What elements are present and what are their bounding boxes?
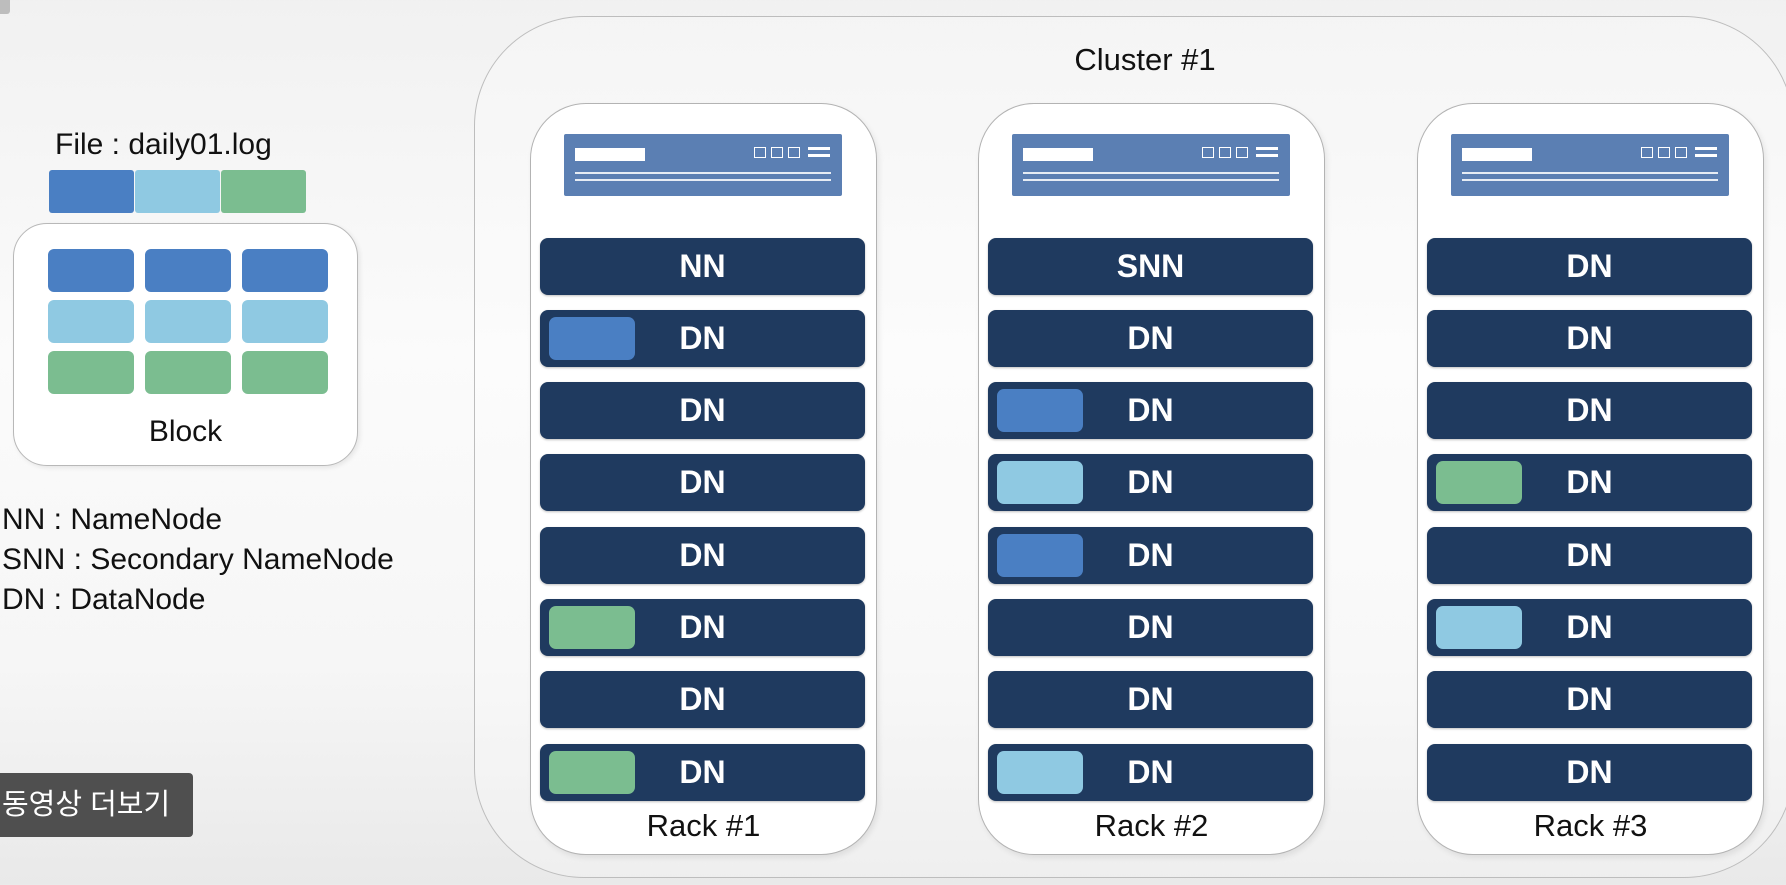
node-dn: DN — [540, 744, 865, 801]
block-cell — [145, 249, 231, 292]
block-cell — [48, 300, 134, 343]
file-block-1 — [49, 170, 134, 213]
node-dn: DN — [540, 599, 865, 656]
file-block-strip — [49, 170, 306, 213]
legend-item-dn: DN : DataNode — [2, 583, 206, 616]
replica-block-green — [549, 606, 635, 649]
node-label: DN — [679, 320, 726, 356]
replica-block-light-blue — [997, 751, 1083, 794]
node-label: DN — [1127, 537, 1174, 573]
node-dn: DN — [988, 671, 1313, 728]
node-dn: DN — [540, 382, 865, 439]
replica-block-blue — [549, 317, 635, 360]
node-label: DN — [679, 681, 726, 717]
file-title: File : daily01.log — [55, 128, 272, 161]
replica-block-light-blue — [997, 461, 1083, 504]
node-dn: DN — [988, 310, 1313, 367]
rack-1: NN DN DN DN DN DN DN DN Rack #1 — [530, 103, 877, 855]
video-corner-mark — [0, 0, 10, 14]
node-dn: DN — [1427, 599, 1752, 656]
node-label: DN — [1566, 681, 1613, 717]
node-label: DN — [1127, 754, 1174, 790]
node-dn: DN — [1427, 382, 1752, 439]
node-dn: DN — [988, 599, 1313, 656]
block-cell — [242, 351, 328, 394]
node-dn: DN — [1427, 310, 1752, 367]
replica-block-light-blue — [1436, 606, 1522, 649]
rack-switch-icon — [1451, 134, 1729, 196]
node-label: DN — [1127, 392, 1174, 428]
replica-block-blue — [997, 389, 1083, 432]
file-block-2 — [135, 170, 220, 213]
node-label: DN — [1566, 392, 1613, 428]
node-label: SNN — [1116, 248, 1185, 284]
node-label: DN — [1127, 609, 1174, 645]
rack-switch-icon — [1012, 134, 1290, 196]
node-dn: DN — [988, 527, 1313, 584]
block-cell — [48, 351, 134, 394]
node-label: DN — [1127, 320, 1174, 356]
node-label: DN — [1566, 320, 1613, 356]
node-nn: NN — [540, 238, 865, 295]
rack-label: Rack #3 — [1533, 808, 1648, 843]
node-label: DN — [679, 537, 726, 573]
node-label: DN — [1566, 248, 1613, 284]
block-cell — [145, 351, 231, 394]
replica-block-green — [1436, 461, 1522, 504]
legend: NN : NameNode SNN : Secondary NameNode D… — [2, 500, 394, 620]
rack-switch-icon — [564, 134, 842, 196]
rack-label: Rack #2 — [1094, 808, 1209, 843]
node-label: DN — [1566, 537, 1613, 573]
node-dn: DN — [988, 454, 1313, 511]
block-grid — [48, 249, 328, 394]
node-label: DN — [1127, 681, 1174, 717]
block-panel: Block — [13, 223, 358, 466]
node-label: DN — [1127, 464, 1174, 500]
block-cell — [242, 249, 328, 292]
node-label: DN — [1566, 464, 1613, 500]
more-videos-button[interactable]: 동영상 더보기 — [0, 773, 193, 837]
node-label: DN — [1566, 609, 1613, 645]
node-dn: DN — [540, 454, 865, 511]
node-dn: DN — [1427, 527, 1752, 584]
block-label: Block — [148, 415, 223, 448]
rack-2: SNN DN DN DN DN DN DN DN Rack #2 — [978, 103, 1325, 855]
replica-block-blue — [997, 534, 1083, 577]
node-dn: DN — [1427, 671, 1752, 728]
rack-3: DN DN DN DN DN DN DN DN Rack #3 — [1417, 103, 1764, 855]
node-label: DN — [679, 392, 726, 428]
node-label: DN — [1566, 754, 1613, 790]
block-cell — [242, 300, 328, 343]
node-label: DN — [679, 754, 726, 790]
replica-block-green — [549, 751, 635, 794]
node-dn: DN — [540, 671, 865, 728]
block-cell — [145, 300, 231, 343]
node-label: DN — [679, 609, 726, 645]
legend-item-nn: NN : NameNode — [2, 503, 223, 536]
rack-label: Rack #1 — [646, 808, 761, 843]
node-dn: DN — [540, 310, 865, 367]
node-dn: DN — [540, 527, 865, 584]
node-label: DN — [679, 464, 726, 500]
block-cell — [48, 249, 134, 292]
node-dn: DN — [1427, 238, 1752, 295]
cluster-title: Cluster #1 — [1074, 42, 1216, 77]
node-label: NN — [679, 248, 726, 284]
node-snn: SNN — [988, 238, 1313, 295]
node-dn: DN — [1427, 454, 1752, 511]
node-dn: DN — [988, 382, 1313, 439]
node-dn: DN — [988, 744, 1313, 801]
file-block-3 — [221, 170, 306, 213]
legend-item-snn: SNN : Secondary NameNode — [2, 543, 394, 576]
node-dn: DN — [1427, 744, 1752, 801]
